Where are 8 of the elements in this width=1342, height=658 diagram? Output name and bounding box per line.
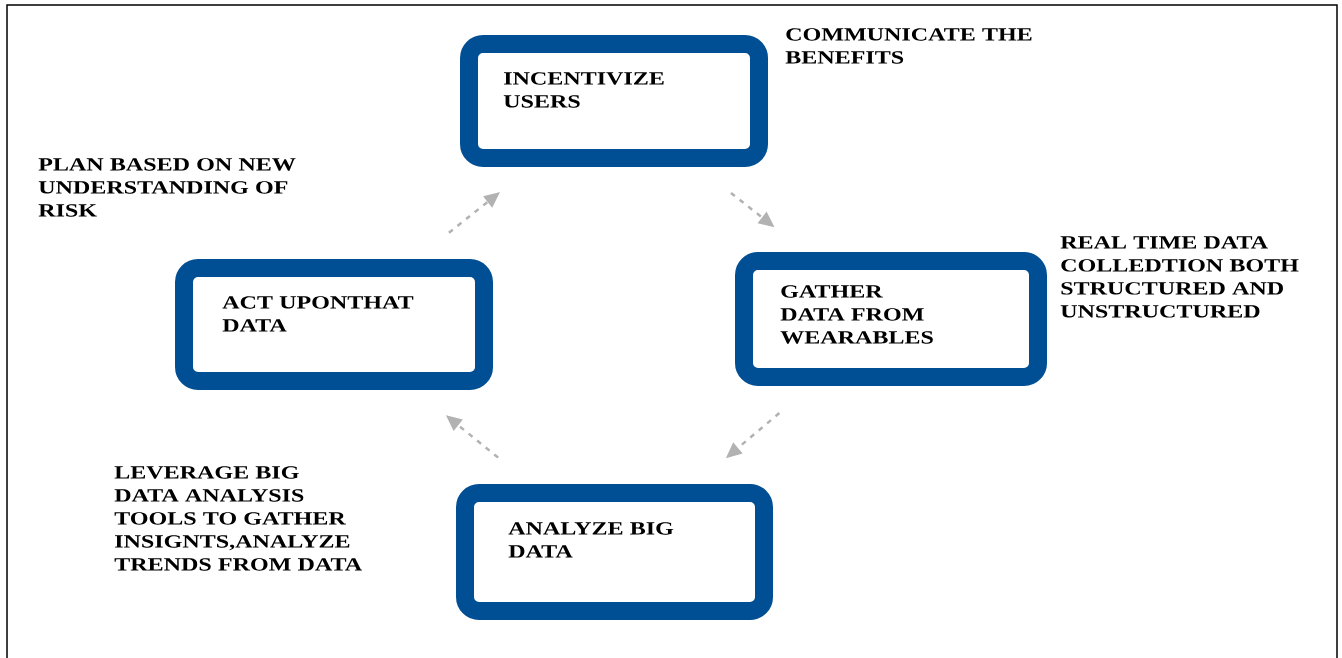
- process-box: INCENTIVIZE USERS: [460, 35, 768, 167]
- process-box: ACT UPONTHAT DATA: [175, 259, 493, 390]
- process-box: ANALYZE BIG DATA: [456, 484, 773, 620]
- annotation-text: LEVERAGE BIG DATA ANALYSIS TOOLS TO GATHER INSIGNTS,ANALYZE TRENDS FROM DATA: [114, 466, 362, 571]
- annotation-text: REAL TIME DATA COLLEDTION BOTH STRUCTURED AND UNSTRUCTURED: [1060, 236, 1299, 318]
- annotation-text: COMMUNICATE THE BENEFITS: [785, 28, 1032, 64]
- process-box: GATHER DATA FROM WEARABLES: [735, 252, 1047, 386]
- annotation-text: PLAN BASED ON NEW UNDERSTANDING OF RISK: [38, 158, 296, 217]
